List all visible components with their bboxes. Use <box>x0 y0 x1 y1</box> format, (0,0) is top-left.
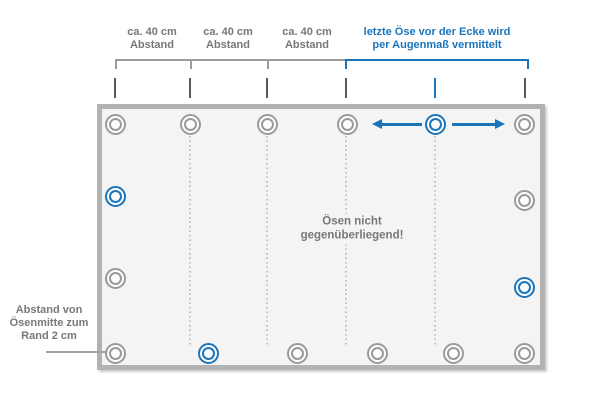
arrow-right-icon <box>495 119 505 129</box>
dimension-end-tick-blue <box>345 59 347 69</box>
eyelet <box>442 342 464 364</box>
spacing-label-2-line1: ca. 40 cm <box>203 26 253 38</box>
dotted-guide-line <box>266 136 268 345</box>
eyelet-blue <box>424 113 446 135</box>
eyelet <box>104 342 126 364</box>
dimension-line-blue <box>346 59 528 61</box>
spacing-label-1-line1: ca. 40 cm <box>127 26 177 38</box>
dimension-end-tick-blue <box>527 59 529 69</box>
dimension-end-tick <box>115 59 117 69</box>
arrow-left-icon <box>372 119 382 129</box>
edge-note-pointer-line <box>46 351 112 353</box>
eyelet-blue <box>513 276 535 298</box>
corner-note: letzte Öse vor der Ecke wird per Augenma… <box>364 26 511 52</box>
corner-note-line2: per Augenmaß vermittelt <box>372 39 502 51</box>
position-tick <box>345 78 347 98</box>
position-tick <box>266 78 268 98</box>
position-tick <box>114 78 116 98</box>
arrow-right-shaft <box>452 123 496 126</box>
eyelet <box>104 267 126 289</box>
eyelet <box>513 113 535 135</box>
edge-note-line1: Abstand von <box>15 304 83 316</box>
position-tick <box>524 78 526 98</box>
spacing-label-2: ca. 40 cm Abstand <box>203 26 253 52</box>
position-tick <box>189 78 191 98</box>
corner-note-line1: letzte Öse vor der Ecke wird <box>363 26 511 38</box>
eyelet <box>104 113 126 135</box>
eyelet <box>256 113 278 135</box>
edge-note: Abstand von Ösenmitte zum Rand 2 cm <box>6 304 92 343</box>
spacing-label-3-line1: ca. 40 cm <box>282 26 332 38</box>
dimension-end-tick <box>190 59 192 69</box>
edge-note-line2: Ösenmitte zum <box>9 317 89 329</box>
center-note: Ösen nicht gegenüberliegend! <box>294 213 410 245</box>
eyelet <box>513 189 535 211</box>
dimension-line-gray <box>115 59 346 61</box>
position-tick-blue <box>434 78 436 98</box>
spacing-label-1: ca. 40 cm Abstand <box>127 26 177 52</box>
dotted-guide-line <box>189 136 191 345</box>
dotted-guide-line <box>434 136 436 345</box>
arrow-left-shaft <box>381 123 422 126</box>
dimension-end-tick <box>267 59 269 69</box>
spacing-label-3-line2: Abstand <box>284 39 329 51</box>
spacing-label-3: ca. 40 cm Abstand <box>282 26 332 52</box>
spacing-label-1-line2: Abstand <box>129 39 174 51</box>
center-note-line1: Ösen nicht <box>322 215 382 228</box>
edge-note-line3: Rand 2 cm <box>21 330 77 342</box>
eyelet-blue <box>104 185 126 207</box>
center-note-line2: gegenüberliegend! <box>300 229 404 241</box>
eyelet <box>179 113 201 135</box>
eyelet <box>513 342 535 364</box>
eyelet <box>336 113 358 135</box>
eyelet-blue <box>197 342 219 364</box>
eyelet <box>286 342 308 364</box>
eyelet <box>366 342 388 364</box>
spacing-label-2-line2: Abstand <box>205 39 250 51</box>
